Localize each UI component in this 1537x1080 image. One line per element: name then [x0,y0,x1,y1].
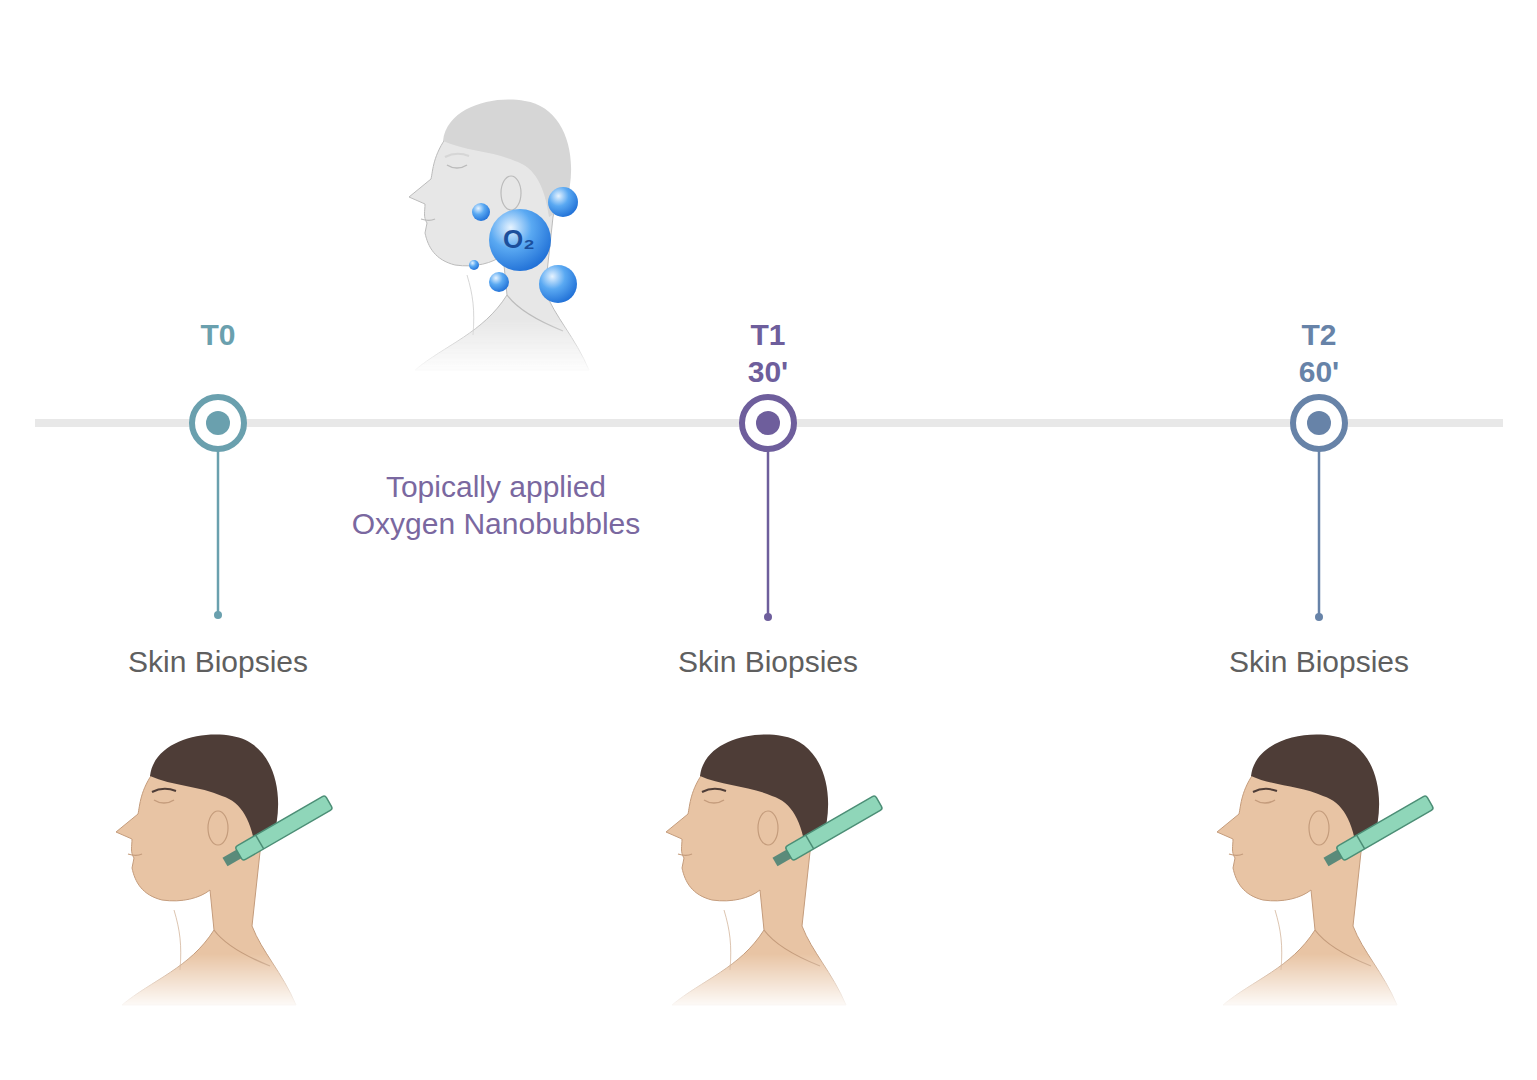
time-point: T1 30' [733,316,803,390]
time-point: T2 60' [1284,316,1354,390]
step-label: Skin Biopsies [638,643,898,680]
treatment-label: Topically applied Oxygen Nanobubbles [331,468,661,542]
time-point: T0 [178,316,258,353]
step-label: Skin Biopsies [88,643,348,680]
oxygen-symbol: O₂ [494,224,544,254]
step-label: Skin Biopsies [1189,643,1449,680]
